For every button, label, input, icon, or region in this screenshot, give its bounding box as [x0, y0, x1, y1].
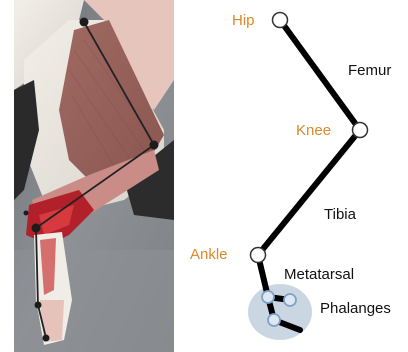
phalanx-joint-1 [262, 291, 274, 303]
knee-label: Knee [296, 122, 331, 139]
phalanx-joint-3 [268, 314, 280, 326]
ankle-label: Ankle [190, 246, 228, 263]
hip-label: Hip [232, 12, 255, 29]
ankle-joint [251, 248, 266, 263]
knee-joint [353, 123, 368, 138]
tibia-bone [258, 130, 360, 255]
phalanges-label: Phalanges [320, 300, 391, 317]
phalanx-joint-2 [284, 294, 296, 306]
hip-joint [273, 13, 288, 28]
tibia-label: Tibia [324, 206, 357, 223]
metatarsal-label: Metatarsal [284, 266, 354, 283]
femur-label: Femur [348, 62, 391, 79]
